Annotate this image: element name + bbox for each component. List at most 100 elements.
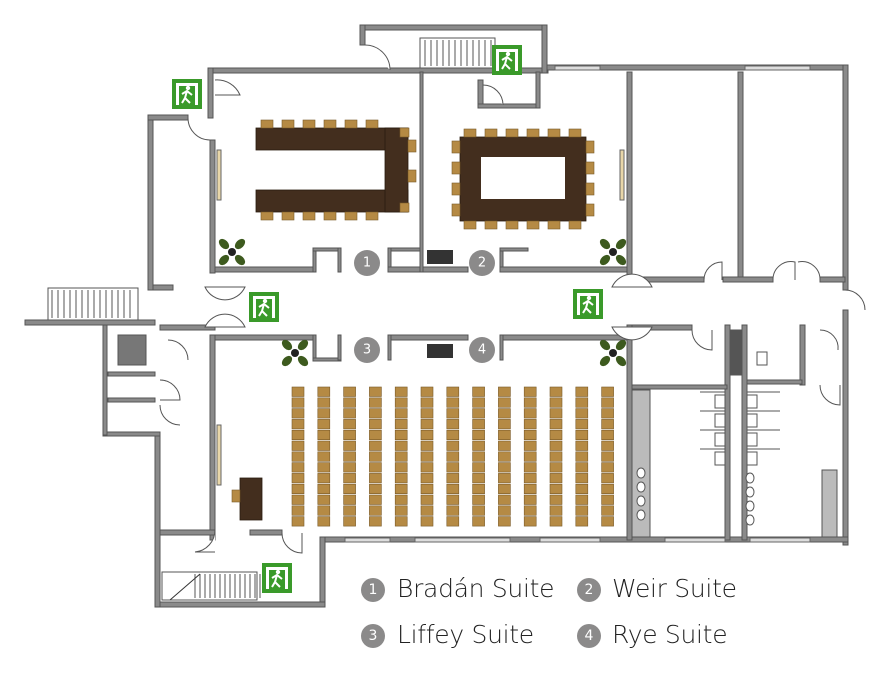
stairs-icon — [47, 37, 496, 601]
chair — [523, 397, 537, 408]
sink-icon — [636, 495, 646, 507]
toilet-icon — [756, 351, 768, 366]
chair — [568, 128, 582, 138]
chair — [291, 451, 305, 462]
chair — [399, 127, 410, 138]
chair — [394, 505, 408, 516]
bradan-suite-tables — [255, 127, 409, 213]
chair — [317, 505, 331, 516]
chair — [505, 220, 519, 230]
chair — [420, 386, 434, 397]
sink-icon — [745, 500, 755, 512]
chair — [343, 397, 356, 408]
chair — [317, 451, 331, 462]
chair — [369, 494, 382, 505]
chair — [498, 516, 511, 527]
plant-icon — [281, 339, 309, 367]
doors[interactable] — [159, 44, 866, 554]
chair — [343, 483, 356, 495]
chair — [451, 182, 461, 196]
chair — [549, 483, 563, 495]
sink-icon — [745, 514, 755, 526]
chair — [344, 119, 358, 129]
chair — [446, 494, 460, 505]
chair — [317, 408, 331, 419]
toilet-icon — [746, 432, 758, 447]
chair — [523, 440, 537, 451]
chair — [291, 440, 305, 451]
chair — [394, 397, 408, 408]
legend-marker-2: 2 — [577, 578, 601, 602]
chair — [523, 429, 537, 441]
chair — [394, 419, 408, 430]
chair — [523, 386, 537, 397]
chair — [549, 462, 563, 473]
chair — [547, 128, 561, 138]
chair — [575, 429, 589, 441]
legend-marker-3: 3 — [361, 624, 385, 648]
chair — [291, 483, 305, 495]
chair — [498, 483, 511, 495]
sink-icon — [636, 481, 646, 493]
chair — [568, 220, 582, 230]
toilet-icon — [714, 451, 726, 466]
chair — [291, 419, 305, 430]
chair — [523, 462, 537, 473]
chair — [420, 494, 434, 505]
chair — [260, 211, 274, 221]
chair — [343, 440, 356, 451]
chair — [549, 516, 563, 527]
chair — [451, 161, 461, 175]
chair — [394, 386, 408, 397]
chair — [575, 473, 589, 484]
chair — [420, 440, 434, 451]
chair — [498, 505, 511, 516]
toilet-icon — [746, 451, 758, 466]
chair — [601, 516, 614, 527]
toilet-icon — [746, 394, 758, 409]
chair — [369, 505, 382, 516]
svg-text:2: 2 — [478, 256, 486, 271]
chair — [585, 140, 595, 154]
chair — [291, 397, 305, 408]
chair — [498, 386, 511, 397]
sink-icon — [745, 486, 755, 498]
chair — [446, 473, 460, 484]
chair — [317, 419, 331, 430]
chair — [281, 211, 295, 221]
chair — [575, 440, 589, 451]
legend-label-rye-suite: Rye Suite — [612, 620, 728, 649]
chair — [601, 494, 614, 505]
emergency-exit-icon — [492, 45, 522, 75]
room-markers: 1 2 3 4 — [354, 250, 495, 363]
windows — [216, 65, 811, 543]
chair — [446, 419, 460, 430]
sink-icon — [636, 467, 646, 479]
chair — [343, 451, 356, 462]
chair — [505, 128, 519, 138]
chair — [549, 440, 563, 451]
chair — [446, 408, 460, 419]
chair — [343, 419, 356, 430]
emergency-exit-icon — [573, 289, 603, 319]
chair — [601, 408, 614, 419]
chair — [498, 473, 511, 484]
chair — [601, 483, 614, 495]
chair — [291, 408, 305, 419]
chair — [523, 419, 537, 430]
chair — [394, 462, 408, 473]
svg-text:1: 1 — [363, 256, 371, 271]
chair — [291, 386, 305, 397]
chair — [394, 483, 408, 495]
chair — [451, 203, 461, 217]
chair — [317, 473, 331, 484]
chair — [575, 483, 589, 495]
chair — [394, 516, 408, 527]
chair — [446, 440, 460, 451]
chair — [420, 462, 434, 473]
chair — [317, 397, 331, 408]
chair — [601, 386, 614, 397]
chair — [317, 440, 331, 451]
chair — [498, 429, 511, 441]
chair — [420, 408, 434, 419]
